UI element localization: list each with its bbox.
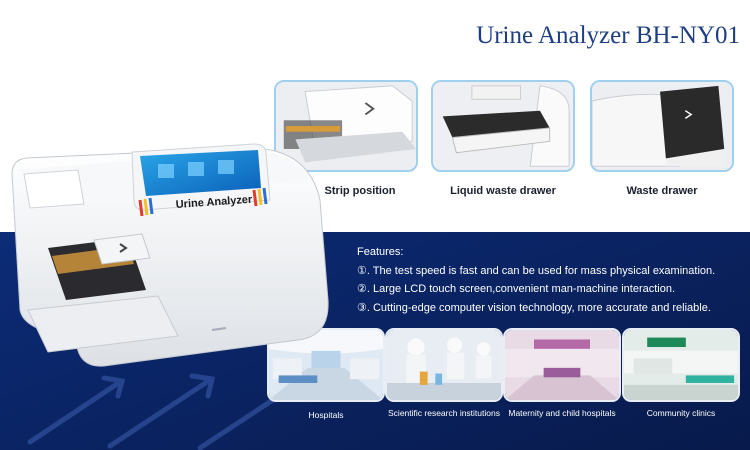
feature-item: ③. Cutting-edge computer vision technolo… (357, 301, 711, 314)
maternity-hospitals-label: Maternity and child hospitals (508, 408, 616, 418)
strip-position-image (274, 80, 418, 172)
scientific-research-label: Scientific research institutions (388, 408, 500, 418)
feature-item: ①. The test speed is fast and can be use… (357, 264, 716, 277)
maternity-hospitals-image (503, 328, 621, 402)
page-title: Urine Analyzer BH-NY01 (476, 22, 740, 49)
community-clinics-label: Community clinics (646, 408, 716, 418)
community-clinics-image (622, 328, 740, 402)
hospitals-label: Hospitals (308, 410, 344, 420)
feature-item: ②. Large LCD touch screen,convenient man… (357, 283, 676, 295)
strip-position-label: Strip position (324, 185, 396, 197)
liquid-waste-drawer-label: Liquid waste drawer (450, 185, 556, 197)
urine-analyzer-device: Urine Analyzer (11, 143, 329, 367)
hospitals-image (267, 328, 385, 402)
waste-drawer-label: Waste drawer (626, 185, 698, 197)
features-heading: Features: (357, 246, 404, 258)
features-list: Features: ①. The test speed is fast and … (357, 243, 747, 317)
waste-drawer-image (590, 80, 734, 172)
arrow-pattern-icon (27, 373, 306, 450)
scientific-research-image (385, 328, 503, 402)
device-brand-text: Urine Analyzer (175, 194, 253, 211)
liquid-waste-drawer-image (431, 80, 575, 172)
